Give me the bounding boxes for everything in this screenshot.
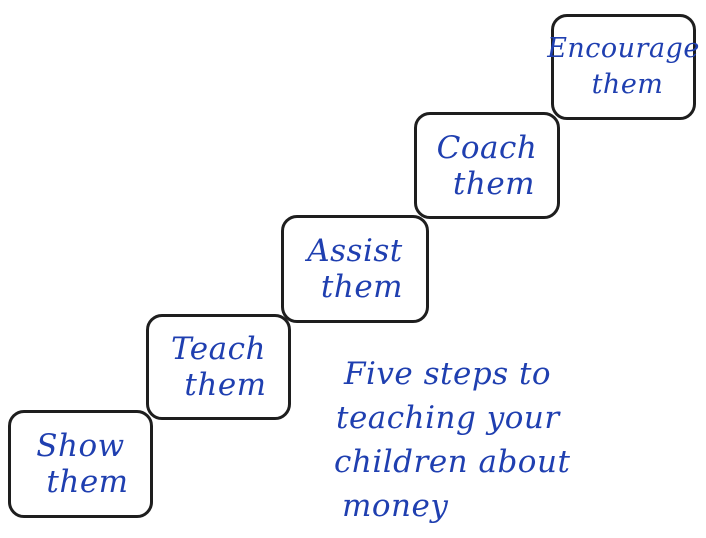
step-label: them <box>184 367 267 403</box>
step-label: Teach <box>171 331 266 367</box>
caption-line: Five steps to <box>344 356 552 392</box>
caption-line: money <box>342 488 449 524</box>
step-label: Show <box>36 428 125 464</box>
step-teach-them: Teach them <box>146 314 291 420</box>
step-label: them <box>320 269 404 305</box>
step-label: them <box>591 69 664 100</box>
step-coach-them: Coach them <box>414 112 560 219</box>
caption-line: children about <box>334 444 571 480</box>
step-label: them <box>452 165 536 202</box>
step-encourage-them: Encourage them <box>547 14 699 120</box>
step-label: Coach <box>436 129 538 166</box>
step-label: them <box>46 464 129 500</box>
step-label: Assist <box>307 233 403 269</box>
step-show-them: Show them <box>8 410 153 518</box>
diagram-caption: Five steps to teaching your children abo… <box>334 352 604 528</box>
step-label: Encourage <box>547 33 700 64</box>
caption-line: teaching your <box>336 400 560 436</box>
step-assist-them: Assist them <box>281 215 429 323</box>
